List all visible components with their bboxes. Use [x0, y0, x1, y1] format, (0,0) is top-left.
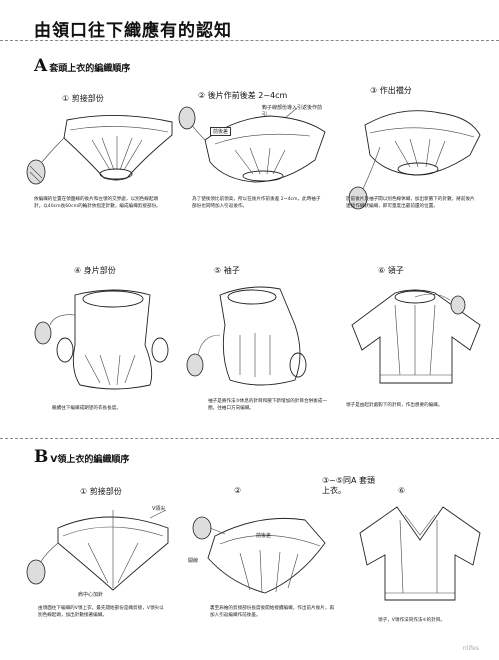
front-back-diff-label: 前後差 — [256, 533, 272, 539]
watermark: nlifes — [462, 645, 479, 652]
section-a-title: 套頭上衣的編織順序 — [49, 64, 131, 74]
step-a3-label: ③ 作出襠分 — [370, 86, 412, 95]
step-a2-label: ② 後片作前後差 2~4cm — [198, 91, 288, 100]
sleeve-illustration — [186, 286, 307, 386]
step-b2-caption: 裏至肩袖的剪接部份長度後開始接續編織，作出前片後片，再加入引返編織作前後差。 — [210, 606, 335, 619]
step-b6-label: ⑥ — [398, 486, 406, 495]
step-b1-caption: 由領面往下編織的V領上衣，最先開始部份是織剪接，V領尖以別色線起頭，加出針數接著… — [38, 606, 164, 619]
step-b2-label: ② — [234, 486, 242, 495]
step-a6-label: ⑥ 領子 — [378, 266, 404, 275]
step-b6-caption: 領子，V領作法同作法⑥的針目。 — [378, 618, 445, 623]
back-rise-illustration — [178, 106, 326, 183]
v-yoke-illustration — [26, 509, 169, 591]
step-a3-caption: 於前後片及袖子間以別色線休織，加出新腋下的針數，將前後片連接作織狀編織，即可量度… — [346, 197, 475, 210]
underarm-illustration — [348, 110, 481, 210]
title-divider — [0, 40, 499, 41]
sweater-illustration — [351, 289, 481, 384]
section-b-title: V領上衣的編織順序 — [50, 455, 130, 465]
section-a-letter: A — [34, 56, 48, 76]
step-a4-label: ④ 身片部份 — [74, 266, 116, 275]
step-a2-caption: 為了使後領比前領高，所以在後片作前後差 2~4cm，此時袖子部份也同時加入引返後… — [192, 197, 321, 210]
step-b1-label: ① 剪接部份 — [80, 487, 122, 496]
section-b-letter: B — [34, 447, 49, 467]
v-sweater-illustration — [359, 506, 481, 601]
step-a4-caption: 繼續往下編織成期望的衣長長度。 — [52, 406, 121, 411]
step-a5-label: ⑤ 袖子 — [214, 266, 240, 275]
body-illustration — [34, 289, 169, 390]
shoulder-increase-label: 肩中心加針 — [78, 592, 104, 598]
step-a1-caption: 依編織的位置在領圍線的後片和左領的交界處，以別色線起頭針，以40cm長60cm的… — [34, 197, 161, 210]
step-a6-caption: 領子是由起針處鉤下的針目，作出想要的編織。 — [346, 403, 443, 408]
front-back-tag: 前後差 — [210, 127, 232, 136]
opening-label: 開線 — [188, 558, 199, 564]
v-neck-point-label: V領尖 — [152, 506, 166, 512]
page-title: 由領口往下織應有的認知 — [34, 21, 232, 41]
step-b3-label: ③~⑤同A 套頭上衣。 — [322, 476, 376, 495]
yoke-illustration — [26, 115, 173, 185]
step-a5-caption: 袖子是將作法③休息的針目和腋下新增加的針目合併後成一圈，往袖口方向編織。 — [208, 399, 327, 412]
step-a2-note: 鉤子線部份導入引返後作前引 — [262, 105, 323, 118]
section-divider — [0, 438, 499, 439]
step-a1-label: ① 剪接部份 — [62, 94, 104, 103]
v-body-illustration — [192, 516, 326, 594]
